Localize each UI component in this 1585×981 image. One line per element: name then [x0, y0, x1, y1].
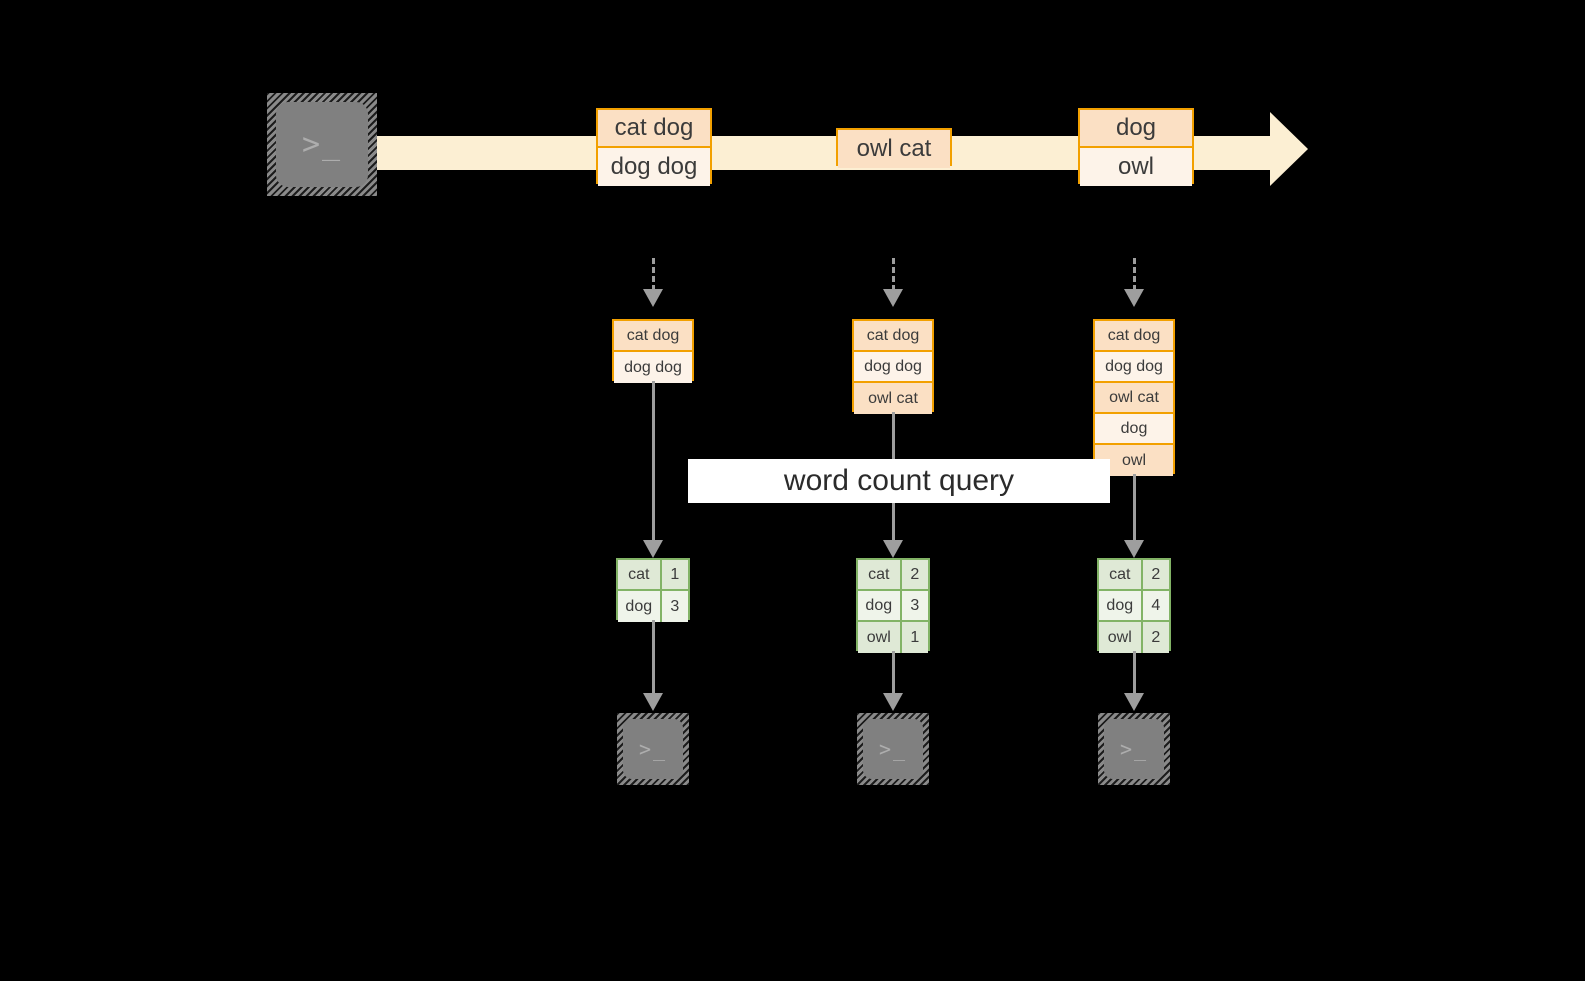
accumulated-line: dog dog: [1095, 352, 1173, 383]
count-cell: 2: [1151, 628, 1161, 646]
word-cell: owl: [858, 622, 902, 653]
word-count-row: owl 1: [858, 622, 928, 653]
stream-batch-line: dog: [1080, 110, 1192, 148]
word-cell: cat: [618, 560, 662, 589]
word-count-row: owl 2: [1099, 622, 1169, 653]
terminal-screen: [623, 719, 683, 779]
word-cell: dog: [858, 591, 902, 620]
counts-to-sink-arrowhead: [1124, 693, 1144, 711]
state-to-counts-line: [1133, 474, 1136, 542]
sink-terminal-icon[interactable]: >_: [1098, 713, 1170, 785]
count-cell: 3: [670, 597, 680, 615]
sink-terminal-icon[interactable]: >_: [857, 713, 929, 785]
word-count-row: cat 2: [858, 560, 928, 591]
terminal-prompt-glyph: >_: [878, 737, 908, 761]
accumulated-line: owl cat: [854, 383, 932, 414]
accumulated-line: dog dog: [614, 352, 692, 383]
stream-to-state-dashed-line: [652, 258, 655, 291]
stream-arrowhead: [1270, 112, 1308, 186]
stream-to-state-arrowhead: [883, 289, 903, 307]
terminal-prompt-glyph: >_: [1119, 737, 1149, 761]
state-to-counts-arrowhead: [643, 540, 663, 558]
terminal-screen: [863, 719, 923, 779]
count-cell: 1: [670, 565, 680, 583]
stream-batch-line: owl: [1080, 148, 1192, 186]
word-count-table: cat 1 dog 3: [616, 558, 690, 622]
state-to-counts-line: [652, 381, 655, 542]
word-count-row: cat 1: [618, 560, 688, 591]
word-count-row: cat 2: [1099, 560, 1169, 591]
state-to-counts-arrowhead: [1124, 540, 1144, 558]
sink-terminal-icon[interactable]: >_: [617, 713, 689, 785]
accumulated-line: dog dog: [854, 352, 932, 383]
stream-batch-line: owl cat: [838, 130, 950, 168]
word-cell: owl: [1099, 622, 1143, 653]
count-cell: 2: [910, 565, 920, 583]
word-cell: cat: [1099, 560, 1143, 589]
word-count-row: dog 3: [858, 591, 928, 622]
stream-to-state-arrowhead: [1124, 289, 1144, 307]
counts-to-sink-arrowhead: [883, 693, 903, 711]
accumulated-line: cat dog: [1095, 321, 1173, 352]
counts-to-sink-line: [1133, 651, 1136, 697]
stream-batch-line: dog dog: [598, 148, 710, 186]
accumulated-line: cat dog: [854, 321, 932, 352]
count-cell: 1: [910, 628, 920, 646]
accumulated-line: cat dog: [614, 321, 692, 352]
word-cell: dog: [618, 591, 662, 622]
word-count-row: dog 3: [618, 591, 688, 622]
count-cell: 4: [1151, 596, 1161, 614]
terminal-screen: [276, 102, 368, 187]
word-count-row: dog 4: [1099, 591, 1169, 622]
stream-batch-line: cat dog: [598, 110, 710, 148]
stream-to-state-dashed-line: [1133, 258, 1136, 291]
source-terminal-icon[interactable]: >_: [267, 93, 377, 196]
state-to-counts-arrowhead: [883, 540, 903, 558]
terminal-screen: [1104, 719, 1164, 779]
word-count-table: cat 2 dog 3 owl 1: [856, 558, 930, 653]
stream-batch-box: owl cat: [836, 128, 952, 168]
counts-to-sink-arrowhead: [643, 693, 663, 711]
accumulated-line: owl cat: [1095, 383, 1173, 414]
word-count-query-banner: word count query: [688, 459, 1110, 503]
stream-to-state-arrowhead: [643, 289, 663, 307]
count-cell: 2: [1151, 565, 1161, 583]
word-cell: cat: [858, 560, 902, 589]
count-cell: 3: [910, 596, 920, 614]
counts-to-sink-line: [892, 651, 895, 697]
counts-to-sink-line: [652, 620, 655, 697]
terminal-prompt-glyph: >_: [301, 127, 343, 162]
word-count-table: cat 2 dog 4 owl 2: [1097, 558, 1171, 653]
terminal-prompt-glyph: >_: [638, 737, 668, 761]
word-cell: dog: [1099, 591, 1143, 620]
accumulated-line: dog: [1095, 414, 1173, 445]
stream-to-state-dashed-line: [892, 258, 895, 291]
